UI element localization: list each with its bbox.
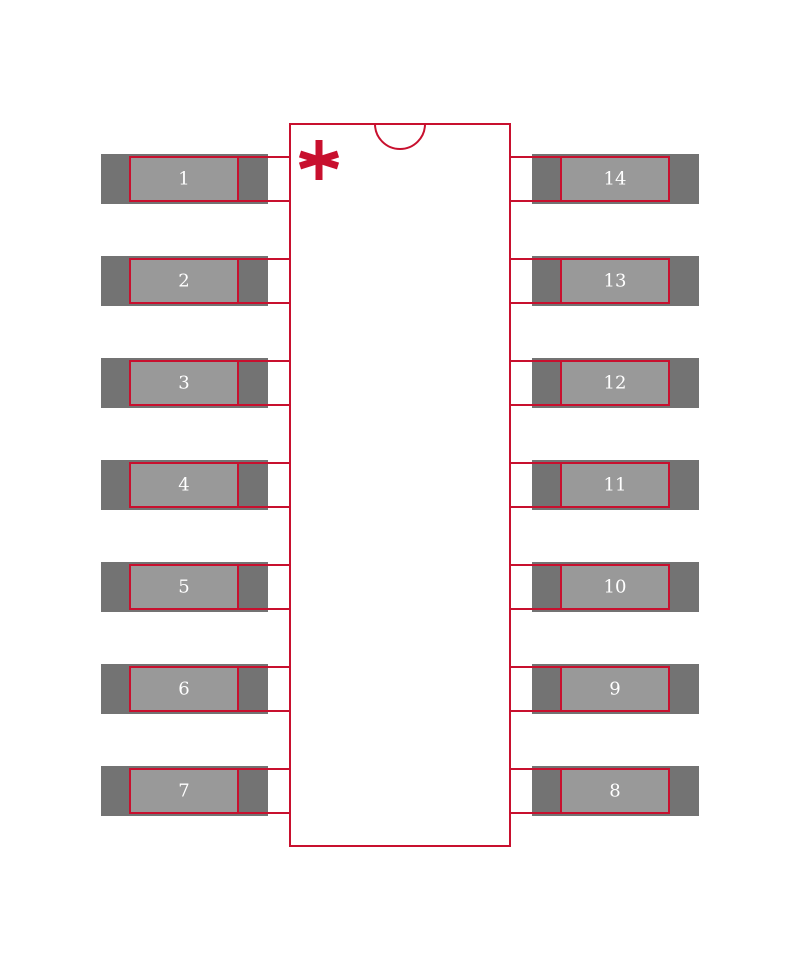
lead-outline-3 [129, 360, 291, 406]
pad-core-3 [130, 361, 238, 405]
pin-label-14: 14 [604, 169, 627, 190]
package-body [289, 123, 511, 847]
pin-1: 1 [101, 154, 291, 204]
pin-label-7: 7 [178, 781, 189, 802]
lead-outline-4 [129, 462, 291, 508]
pin-label-11: 11 [604, 475, 627, 496]
pin-label-12: 12 [604, 373, 627, 394]
lead-outline-10 [509, 564, 670, 610]
pin-label-4: 4 [178, 475, 189, 496]
pin-13: 13 [509, 256, 699, 306]
pad-core-11 [561, 463, 669, 507]
pin1-marker-icon [298, 140, 340, 180]
pad-core-1 [130, 157, 238, 201]
lead-outline-11 [509, 462, 670, 508]
lead-outline-5 [129, 564, 291, 610]
lead-outline-2 [129, 258, 291, 304]
lead-outline-12 [509, 360, 670, 406]
pin-11: 11 [509, 460, 699, 510]
pad-core-4 [130, 463, 238, 507]
pin-3: 3 [101, 358, 291, 408]
orientation-notch [374, 123, 426, 150]
pin-label-1: 1 [178, 169, 189, 190]
pad-core-12 [561, 361, 669, 405]
pad-core-9 [561, 667, 669, 711]
pin-10: 10 [509, 562, 699, 612]
pad-core-5 [130, 565, 238, 609]
pad-core-13 [561, 259, 669, 303]
lead-outline-6 [129, 666, 291, 712]
pin-label-9: 9 [609, 679, 620, 700]
pin-label-10: 10 [604, 577, 627, 598]
pad-core-14 [561, 157, 669, 201]
pin-label-5: 5 [178, 577, 189, 598]
pad-core-6 [130, 667, 238, 711]
pin-8: 8 [509, 766, 699, 816]
pin-label-6: 6 [178, 679, 189, 700]
pin-label-13: 13 [604, 271, 627, 292]
lead-outline-1 [129, 156, 291, 202]
lead-outline-7 [129, 768, 291, 814]
pin-9: 9 [509, 664, 699, 714]
lead-outline-13 [509, 258, 670, 304]
pin-label-2: 2 [178, 271, 189, 292]
lead-outline-8 [509, 768, 670, 814]
pad-core-7 [130, 769, 238, 813]
pin-14: 14 [509, 154, 699, 204]
pin-2: 2 [101, 256, 291, 306]
pin-7: 7 [101, 766, 291, 816]
pad-core-10 [561, 565, 669, 609]
pad-core-8 [561, 769, 669, 813]
pin-label-8: 8 [609, 781, 620, 802]
pad-core-2 [130, 259, 238, 303]
lead-outline-9 [509, 666, 670, 712]
pin-label-3: 3 [178, 373, 189, 394]
lead-outline-14 [509, 156, 670, 202]
pin-12: 12 [509, 358, 699, 408]
pin-5: 5 [101, 562, 291, 612]
pin-6: 6 [101, 664, 291, 714]
pin-4: 4 [101, 460, 291, 510]
